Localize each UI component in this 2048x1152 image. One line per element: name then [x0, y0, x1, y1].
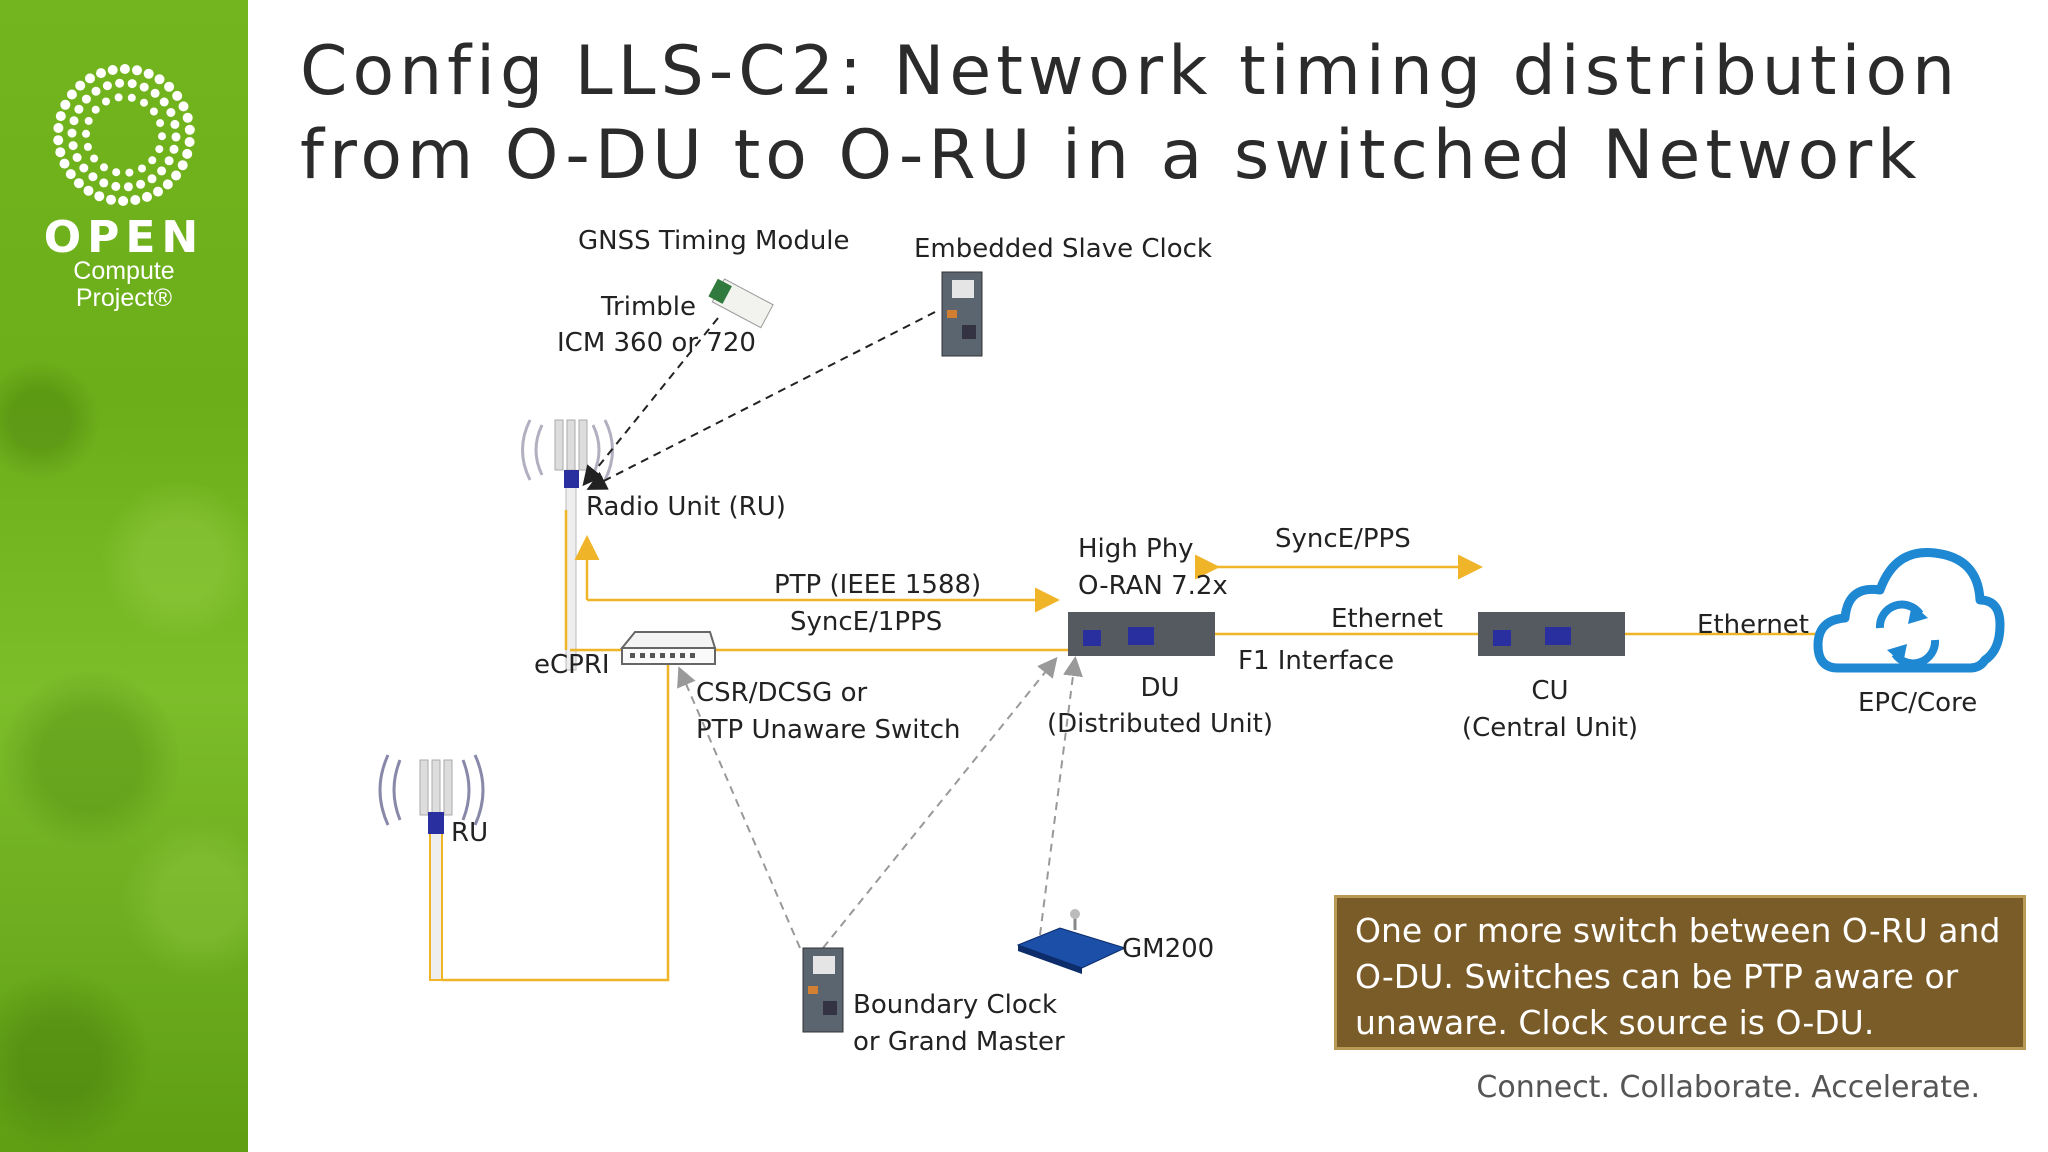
tagline: Connect. Collaborate. Accelerate. [1476, 1070, 1980, 1105]
logo-line-project: Project® [75, 284, 173, 312]
du-description: (Distributed Unit) [1046, 709, 1274, 739]
title-line-2: from O-DU to O-RU in a switched Network [300, 116, 1922, 195]
radio-unit-label: Radio Unit (RU) [586, 492, 786, 522]
logo-wordmark: OPEN [43, 212, 205, 263]
ptp-label: PTP (IEEE 1588) [774, 570, 982, 600]
synce-1pps-label: SyncE/1PPS [790, 607, 943, 637]
grand-master-label: or Grand Master [853, 1027, 1065, 1057]
ethernet-core-label: Ethernet [1697, 610, 1809, 640]
ru-label: RU [451, 818, 489, 848]
du-unit-icon [1068, 612, 1215, 656]
cu-unit-icon [1478, 612, 1625, 656]
f1-interface-label: F1 Interface [1238, 646, 1395, 676]
switch-type-label: PTP Unaware Switch [696, 715, 961, 745]
ecpri-label: eCPRI [534, 650, 610, 680]
high-phy-label: High Phy [1078, 534, 1194, 564]
logo-line-compute: Compute [73, 257, 175, 285]
slave-clock-label: Embedded Slave Clock [914, 234, 1212, 264]
gnss-module-icon [708, 278, 774, 329]
page-title: Config LLS-C2: Network timing distributi… [300, 30, 1960, 198]
slave-clock-board-icon [941, 271, 983, 357]
ethernet-label: Ethernet [1331, 604, 1443, 634]
gm200-label: GM200 [1122, 934, 1215, 964]
callout-box: One or more switch between O-RU and O-DU… [1334, 895, 2026, 1050]
ocp-logo-icon [53, 64, 195, 206]
epc-core-label: EPC/Core [1858, 688, 1978, 718]
cloud-core-icon [1813, 547, 2005, 673]
gnss-module-label: GNSS Timing Module [578, 226, 850, 256]
cu-label: CU [1531, 676, 1569, 706]
boundary-clock-label: Boundary Clock [853, 990, 1058, 1020]
timing-links [442, 510, 1820, 982]
gm200-device-icon [1016, 909, 1127, 974]
cu-description: (Central Unit) [1461, 713, 1639, 743]
logo-subtitle: Compute Project® [0, 258, 248, 312]
synce-pps-label: SyncE/PPS [1275, 524, 1411, 554]
radio-tower-icon [521, 419, 614, 671]
title-line-1: Config LLS-C2: Network timing distributi… [300, 32, 1961, 111]
boundary-clock-board-icon [802, 947, 844, 1033]
clock-links [677, 656, 1083, 949]
oran-label: O-RAN 7.2x [1078, 571, 1228, 601]
gnss-timing-links [582, 311, 936, 490]
sidebar-banner: OPEN Compute Project® [0, 0, 248, 1152]
icm-model-label: ICM 360 or 720 [557, 328, 756, 358]
sidebar-texture [0, 0, 248, 1152]
csr-label: CSR/DCSG or [696, 678, 868, 708]
switch-icon [619, 631, 717, 665]
du-label: DU [1140, 673, 1180, 703]
radio-tower-icon [378, 754, 485, 981]
trimble-label: Trimble [601, 292, 697, 322]
